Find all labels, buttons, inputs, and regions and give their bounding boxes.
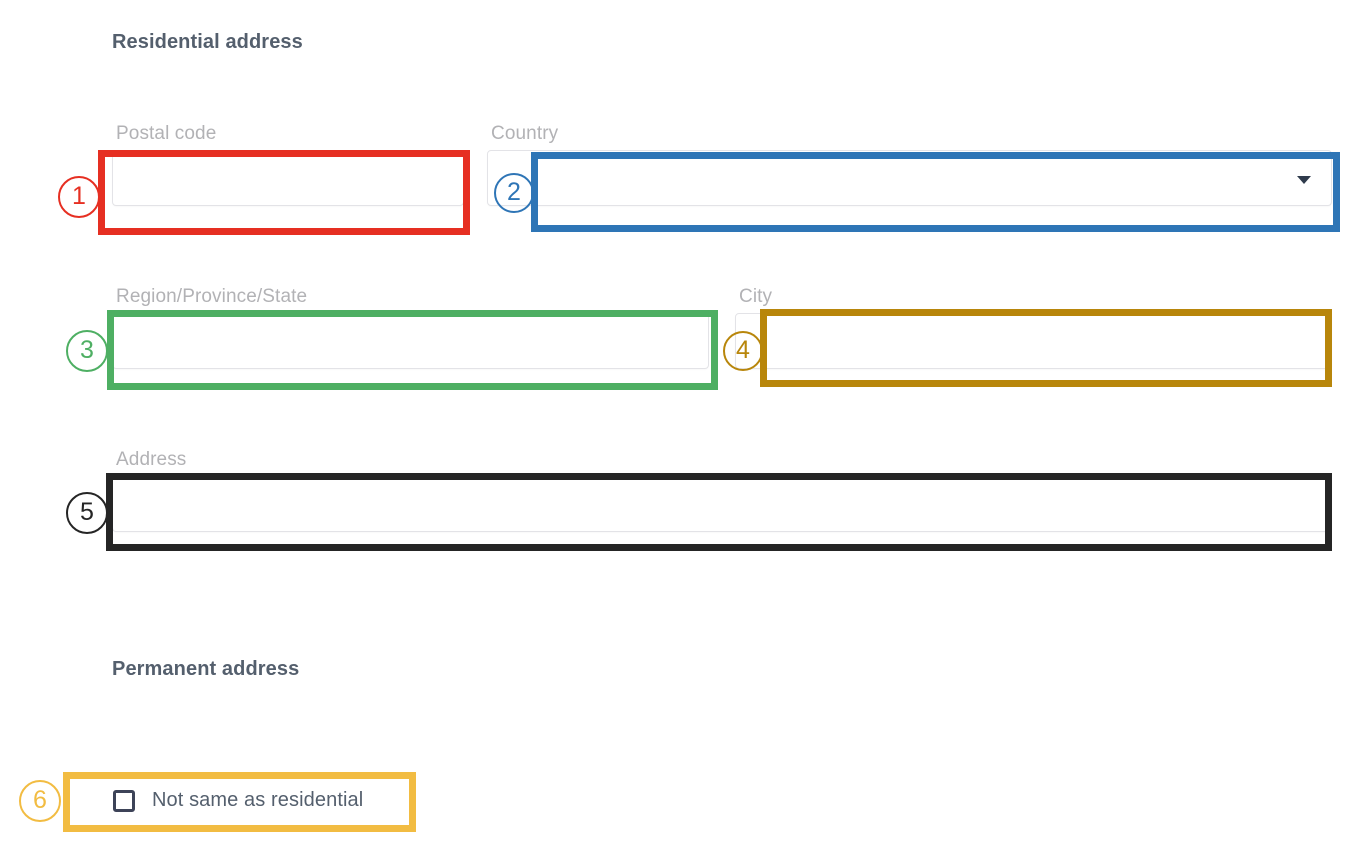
label-city: City [739,286,773,307]
annotation-marker-1: 1 [58,176,100,218]
section-heading-residential: Residential address [112,31,303,53]
label-region: Region/Province/State [116,286,308,307]
annotation-marker-6: 6 [19,780,61,822]
input-address[interactable] [112,476,1332,532]
label-country: Country [491,123,559,144]
annotation-marker-2: 2 [494,173,534,213]
checkbox-label-not-same-as-residential: Not same as residential [152,789,364,811]
input-city[interactable] [735,313,1332,369]
label-address: Address [116,449,187,470]
label-postal-code: Postal code [116,123,217,144]
annotation-marker-3: 3 [66,330,108,372]
annotation-marker-4: 4 [723,331,763,371]
input-region[interactable] [112,313,709,369]
input-postal-code[interactable] [112,150,464,206]
annotation-marker-5: 5 [66,492,108,534]
section-heading-permanent: Permanent address [112,658,300,680]
select-country[interactable] [487,150,1332,206]
checkbox-square-icon[interactable] [113,789,135,812]
checkbox-not-same-as-residential[interactable]: Not same as residential [113,789,363,812]
